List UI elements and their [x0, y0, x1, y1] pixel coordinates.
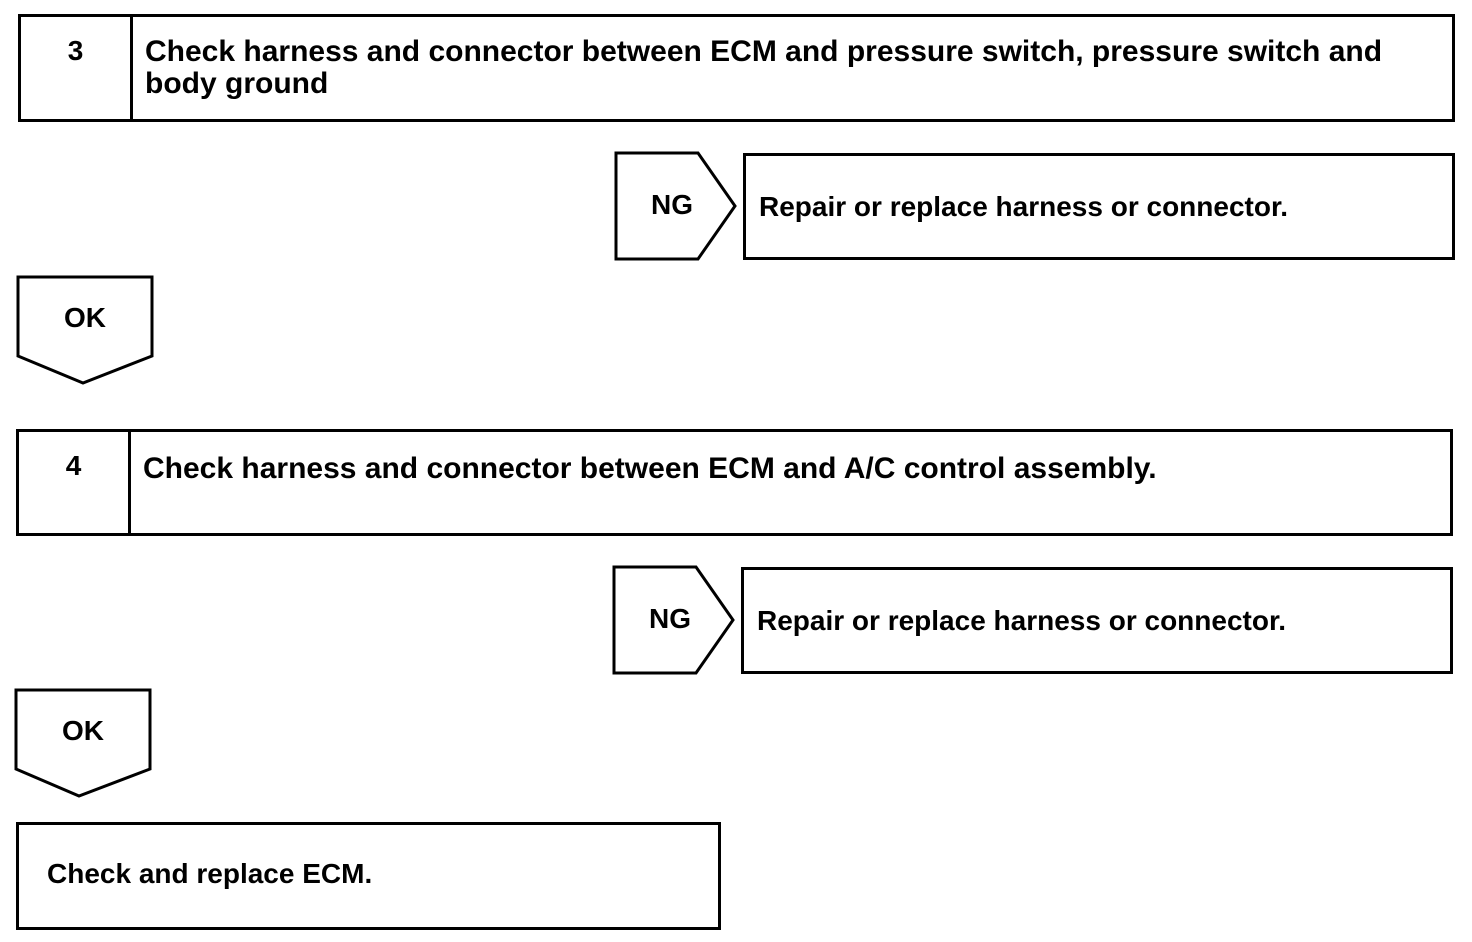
- step-4-ng-arrow: [612, 565, 735, 675]
- step-4-ng-action-box: Repair or replace harness or connector.: [741, 567, 1453, 674]
- step-4-box: 4 Check harness and connector between EC…: [16, 429, 1453, 536]
- step-4-ng-label: NG: [649, 603, 691, 634]
- step-3-ng-label: NG: [651, 189, 693, 220]
- step-4-ng-action: Repair or replace harness or connector.: [757, 605, 1287, 636]
- step-3-ok-label: OK: [64, 302, 106, 333]
- step-4-ok-arrow: [14, 688, 152, 798]
- step-3-box: 3 Check harness and connector between EC…: [18, 14, 1455, 122]
- step-3-ng-arrow: [614, 151, 737, 261]
- step-3-ng-action: Repair or replace harness or connector.: [759, 191, 1289, 222]
- final-action-text: Check and replace ECM.: [47, 858, 373, 889]
- step-3-title: Check harness and connector between ECM …: [145, 35, 1383, 100]
- step-3-number: 3: [21, 17, 133, 119]
- final-action-box: Check and replace ECM.: [16, 822, 721, 930]
- step-4-number: 4: [19, 432, 131, 533]
- step-3-ng-action-box: Repair or replace harness or connector.: [743, 153, 1455, 260]
- step-3-ok-arrow: [16, 275, 154, 385]
- step-4-title: Check harness and connector between ECM …: [143, 452, 1157, 485]
- step-4-ok-label: OK: [62, 715, 104, 746]
